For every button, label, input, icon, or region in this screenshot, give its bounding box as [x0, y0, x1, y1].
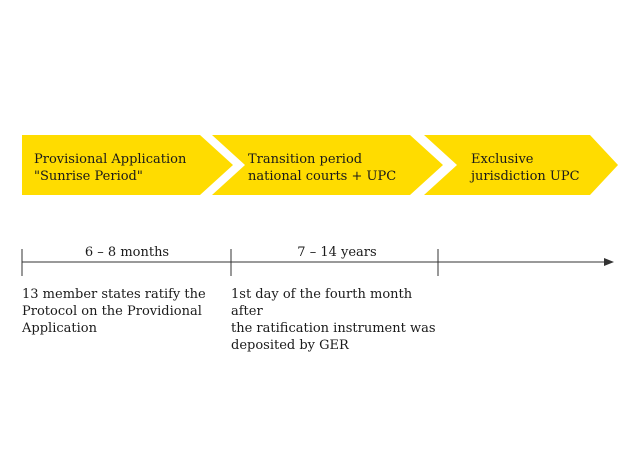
phase-1: Provisional Application "Sunrise Period": [22, 135, 233, 195]
timeline-arrowhead: [604, 258, 614, 266]
duration-label-sunrise: 6 – 8 months: [85, 245, 169, 260]
phase-2-label-line2: national courts + UPC: [248, 169, 396, 184]
phase-3-label-line2: jurisdiction UPC: [469, 169, 580, 184]
note-sunrise-start: 13 member states ratify the Protocol on …: [22, 287, 206, 336]
phase-3-chevron: [424, 135, 618, 195]
phase-3-label-line1: Exclusive: [471, 152, 534, 167]
phase-1-chevron: [22, 135, 233, 195]
phase-1-label-line1: Provisional Application: [34, 152, 187, 167]
phase-1-label-line2: "Sunrise Period": [34, 169, 143, 184]
note-transition-start: 1st day of the fourth month after the ra…: [231, 287, 436, 353]
phase-2-chevron: [212, 135, 443, 195]
duration-label-transition: 7 – 14 years: [297, 245, 376, 260]
phase-2: Transition period national courts + UPC: [212, 135, 443, 195]
phase-2-label-line1: Transition period: [248, 152, 362, 167]
phase-3: Exclusive jurisdiction UPC: [424, 135, 618, 195]
